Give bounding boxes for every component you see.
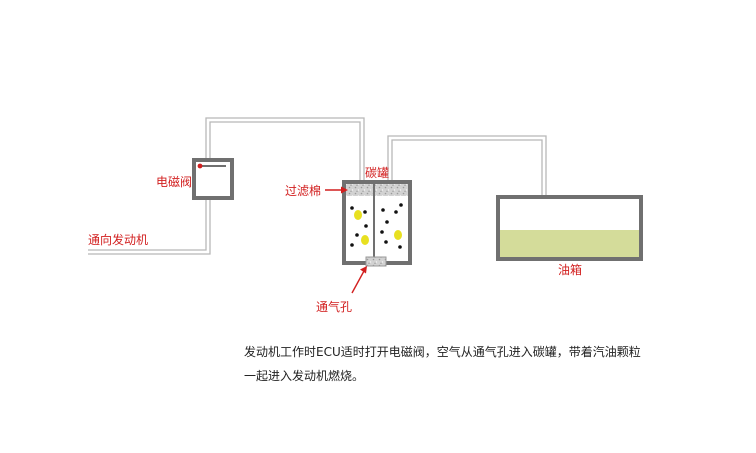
label-canister: 碳罐 xyxy=(365,166,389,180)
vent-hole-grille xyxy=(365,256,387,267)
pipe-engine-to-valve xyxy=(88,198,211,255)
arrow-filter-cotton xyxy=(325,186,348,194)
caption-line-1: 发动机工作时ECU适时打开电磁阀，空气从通气孔进入碳罐，带着汽油颗粒 xyxy=(244,345,641,359)
filter-cotton-layer xyxy=(346,184,408,196)
label-fuel-tank: 油箱 xyxy=(558,262,582,277)
label-filter-cotton: 过滤棉 xyxy=(285,184,321,198)
label-vent-hole: 通气孔 xyxy=(316,299,352,314)
pipe-valve-to-canister xyxy=(205,117,365,182)
arrow-vent-hole xyxy=(351,266,367,294)
label-to-engine: 通向发动机 xyxy=(88,232,148,247)
pipes xyxy=(88,117,547,255)
fuel-particles xyxy=(350,203,403,249)
pipe-canister-to-tank xyxy=(387,135,547,198)
label-solenoid-valve: 电磁阀 xyxy=(156,174,192,189)
carbon-canister xyxy=(342,180,412,267)
fuel-tank xyxy=(496,195,643,261)
diagram-caption: 发动机工作时ECU适时打开电磁阀，空气从通气孔进入碳罐，带着汽油颗粒 一起进入发… xyxy=(244,340,664,388)
solenoid-valve xyxy=(192,158,234,200)
caption-line-2: 一起进入发动机燃烧。 xyxy=(244,369,365,383)
fuel-level xyxy=(500,230,639,257)
valve-indicator-dot xyxy=(197,163,203,169)
